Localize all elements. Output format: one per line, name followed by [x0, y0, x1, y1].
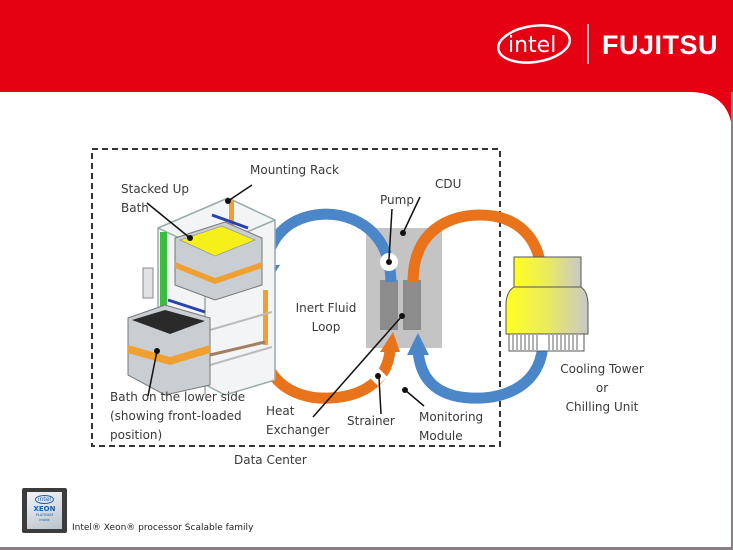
label-cooling-tower-3: Chilling Unit	[565, 400, 639, 414]
label-heat-exchanger-1: Heat	[266, 404, 295, 418]
mounting-rack	[127, 197, 276, 396]
monitoring-module-box	[387, 382, 429, 400]
label-pump: Pump	[380, 193, 414, 207]
label-bath-lower-3: position)	[110, 428, 163, 442]
fujitsu-logo: FUJITSU	[602, 30, 719, 60]
header-band	[0, 0, 733, 140]
label-strainer: Strainer	[347, 414, 395, 428]
slide-border-bottom	[0, 547, 733, 550]
label-data-center: Data Center	[234, 453, 307, 467]
hot-loop-inner	[258, 339, 396, 404]
pump-dot	[386, 259, 392, 265]
xeon-badge: intel XEON PLATINUM inside	[22, 488, 67, 533]
intel-logo-text: intel	[508, 33, 556, 58]
data-center-boundary	[91, 148, 501, 447]
intel-logo: intel	[497, 24, 571, 64]
heat-exchanger-left	[380, 280, 398, 330]
hot-loop-inner-arrow	[380, 332, 400, 352]
label-stacked-up-bath-1: Stacked Up	[121, 182, 190, 196]
strainer-dot	[375, 373, 381, 379]
label-stacked-up-bath-2: Bath	[121, 201, 149, 215]
leader-dots	[154, 198, 408, 393]
footer-text: Intel® Xeon® processor Scalable family	[72, 523, 254, 533]
label-cooling-tower-1: Cooling Tower	[560, 362, 644, 376]
hot-loop-outer	[407, 209, 546, 283]
xeon-badge-inside: inside	[39, 518, 50, 522]
label-bath-lower-2: (showing front-loaded	[110, 409, 242, 423]
xeon-badge-product: XEON	[33, 505, 56, 513]
cold-loop-outer-arrow	[407, 333, 429, 355]
xeon-badge-intel: intel	[34, 495, 55, 504]
leader-lines	[146, 184, 425, 418]
label-cdu: CDU	[435, 177, 462, 191]
heat-exchanger-right	[403, 280, 421, 330]
label-mounting-rack: Mounting Rack	[250, 163, 339, 177]
label-cooling-tower-2: or	[595, 381, 609, 395]
label-inert-fluid-2: Loop	[311, 320, 341, 334]
logo-separator	[587, 24, 589, 64]
xeon-badge-tier: PLATINUM	[35, 513, 54, 517]
label-inert-fluid-1: Inert Fluid	[295, 301, 357, 315]
label-bath-lower-1: Bath on the lower side	[110, 390, 246, 404]
label-monitoring-2: Module	[419, 429, 463, 443]
label-heat-exchanger-2: Exchanger	[266, 423, 330, 437]
label-monitoring-1: Monitoring	[419, 410, 484, 424]
cooling-tower	[505, 256, 589, 352]
slide-border-right	[731, 92, 733, 550]
cold-loop-outer	[412, 339, 549, 404]
